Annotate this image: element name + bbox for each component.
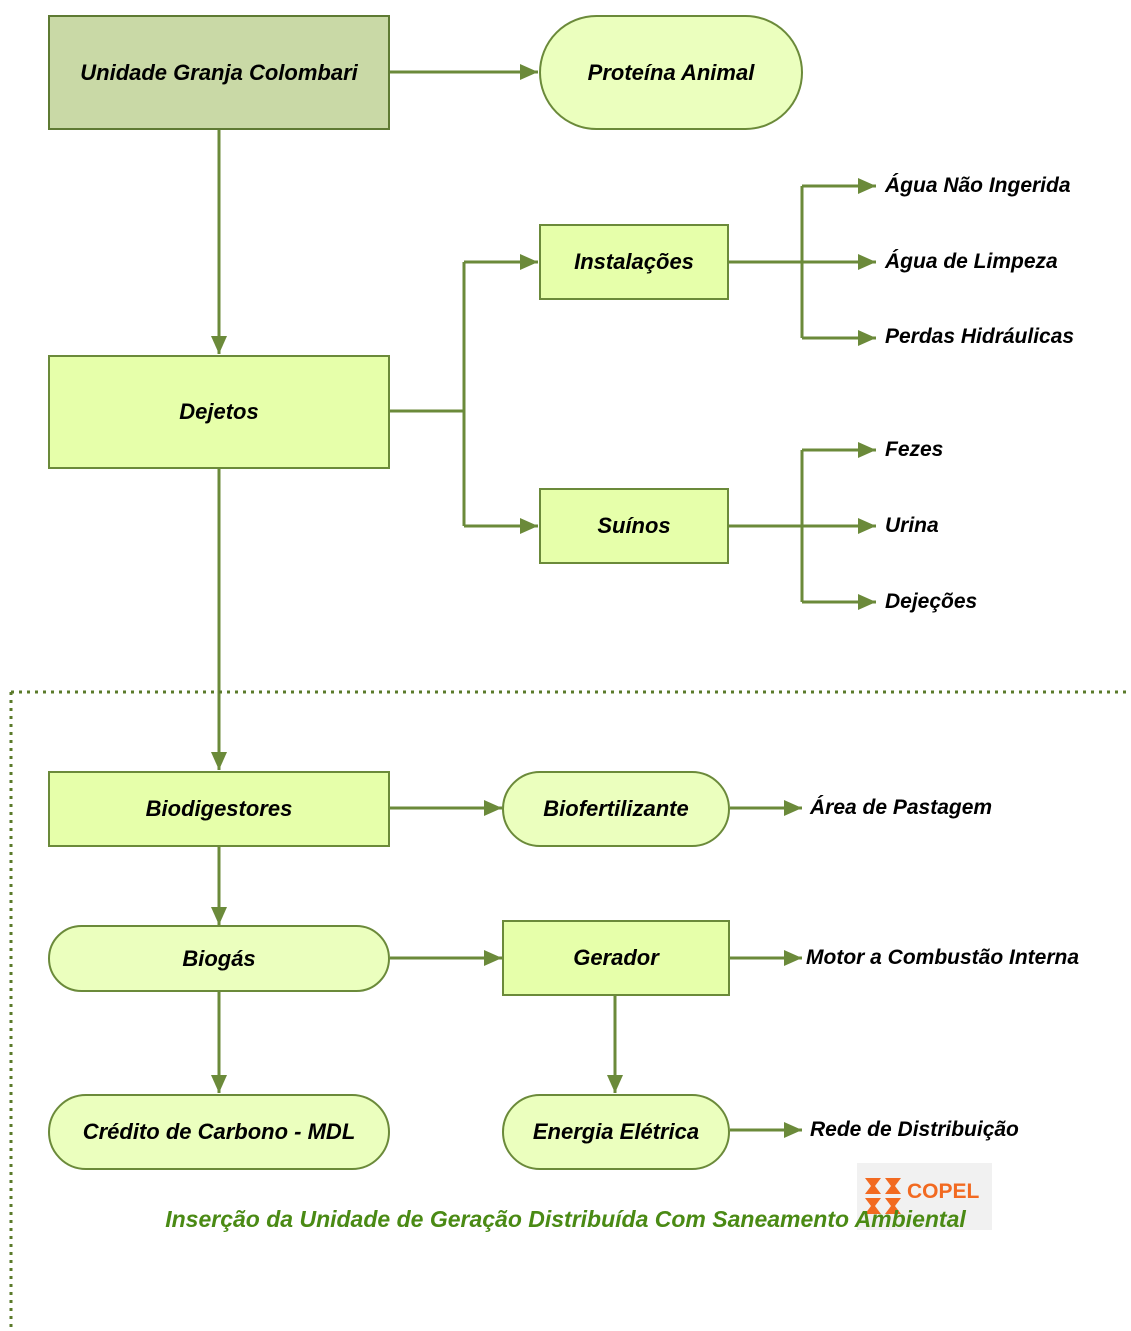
output-agua-limpeza: Água de Limpeza [885,250,1058,273]
node-proteina-animal: Proteína Animal [539,15,803,130]
output-fezes: Fezes [885,438,944,461]
node-suinos: Suínos [539,488,729,564]
node-unidade-granja: Unidade Granja Colombari [48,15,390,130]
output-urina: Urina [885,514,939,537]
copel-emblem-icon [865,1178,901,1214]
node-credito-carbono: Crédito de Carbono - MDL [48,1094,390,1170]
copel-logo: COPEL [857,1163,992,1230]
node-energia-eletrica: Energia Elétrica [502,1094,730,1170]
node-biofertilizante: Biofertilizante [502,771,730,847]
output-rede: Rede de Distribuição [810,1118,1019,1141]
copel-logo-text: COPEL [907,1180,980,1203]
node-dejetos: Dejetos [48,355,390,469]
output-motor: Motor a Combustão Interna [806,946,1080,969]
output-perdas-hidraulicas: Perdas Hidráulicas [885,325,1075,348]
output-dejecoes: Dejeções [885,590,978,613]
node-biodigestores: Biodigestores [48,771,390,847]
output-area-pastagem: Área de Pastagem [810,796,993,819]
node-biogas: Biogás [48,925,390,992]
node-instalacoes: Instalações [539,224,729,300]
output-agua-nao-ingerida: Água Não Ingerida [885,174,1071,197]
node-gerador: Gerador [502,920,730,996]
diagram-caption: Inserção da Unidade de Geração Distribuí… [165,1206,966,1232]
